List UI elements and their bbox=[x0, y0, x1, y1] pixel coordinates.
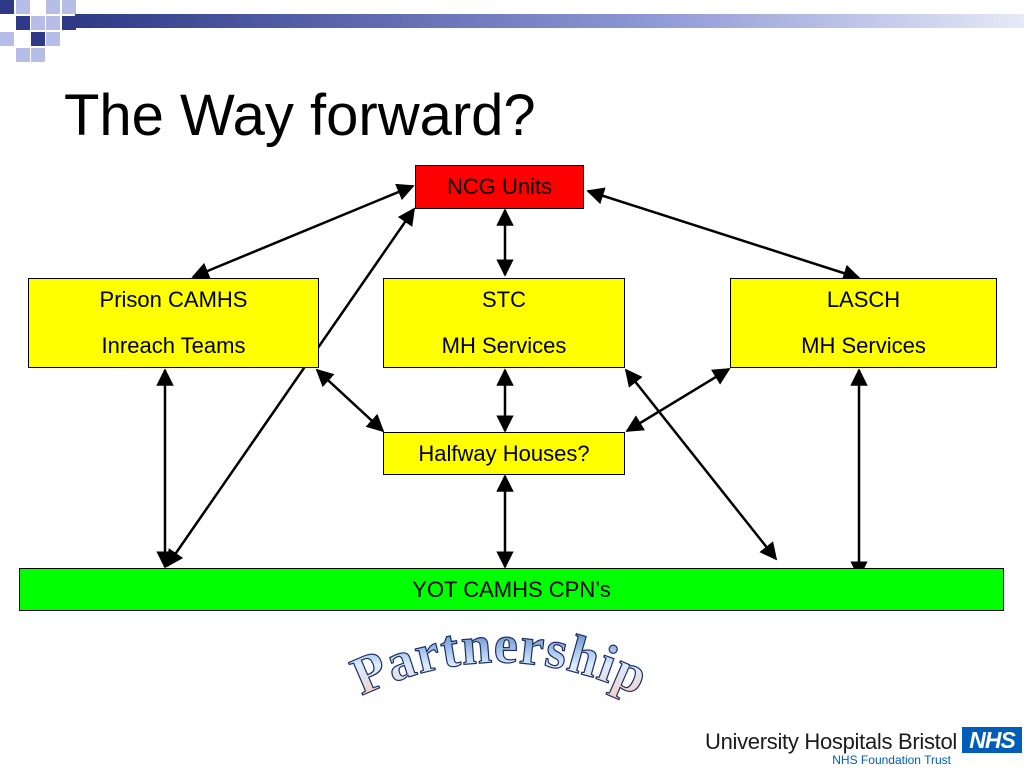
arrow-prison-halfway bbox=[315, 368, 385, 433]
organisation-subtitle: NHS Foundation Trust bbox=[832, 753, 951, 767]
deco-top-bar bbox=[75, 14, 1024, 28]
node-lasch: LASCH MH Services bbox=[730, 278, 997, 368]
node-halfway-houses: Halfway Houses? bbox=[383, 432, 625, 475]
deco-square-3 bbox=[46, 0, 60, 14]
arrow-yot-ncg bbox=[165, 207, 416, 568]
deco-square-4 bbox=[62, 0, 76, 14]
deco-square-10 bbox=[31, 32, 45, 46]
deco-square-9 bbox=[0, 32, 14, 46]
nhs-logo: NHS bbox=[962, 727, 1022, 753]
node-prison-line-2: Inreach Teams bbox=[101, 333, 246, 358]
deco-square-1 bbox=[0, 0, 14, 14]
deco-square-12 bbox=[16, 48, 30, 62]
node-prison-camhs: Prison CAMHS Inreach Teams bbox=[28, 278, 319, 368]
slide-title: The Way forward? bbox=[64, 83, 536, 148]
uhb-logo: University Hospitals Bristol NHS Foundat… bbox=[700, 722, 1024, 768]
arrow-stc-yot bbox=[624, 368, 778, 561]
organisation-name: University Hospitals Bristol bbox=[705, 729, 958, 754]
node-yot-camhs: YOT CAMHS CPN’s bbox=[19, 568, 1004, 611]
arrow-lasch-ncg bbox=[586, 187, 861, 282]
deco-square-13 bbox=[31, 48, 45, 62]
node-yot-label: YOT CAMHS CPN’s bbox=[412, 576, 611, 602]
node-lasch-line-1: LASCH bbox=[826, 287, 901, 312]
deco-square-7 bbox=[46, 16, 60, 30]
node-stc-line-1: STC bbox=[482, 287, 526, 312]
node-prison-line-1: Prison CAMHS bbox=[99, 287, 248, 312]
node-lasch-line-2: MH Services bbox=[801, 333, 926, 358]
deco-square-6 bbox=[31, 16, 45, 30]
deco-square-5 bbox=[16, 16, 30, 30]
node-ncg-label: NCG Units bbox=[446, 174, 553, 199]
node-stc: STC MH Services bbox=[383, 278, 625, 368]
node-halfway-label: Halfway Houses? bbox=[418, 440, 590, 466]
deco-square-2 bbox=[16, 0, 30, 14]
node-stc-line-2: MH Services bbox=[441, 333, 567, 358]
partnership-text: Partnership bbox=[343, 614, 658, 706]
deco-square-11 bbox=[46, 32, 60, 46]
deco-square-8 bbox=[62, 16, 76, 30]
node-ncg-units: NCG Units bbox=[415, 165, 584, 209]
